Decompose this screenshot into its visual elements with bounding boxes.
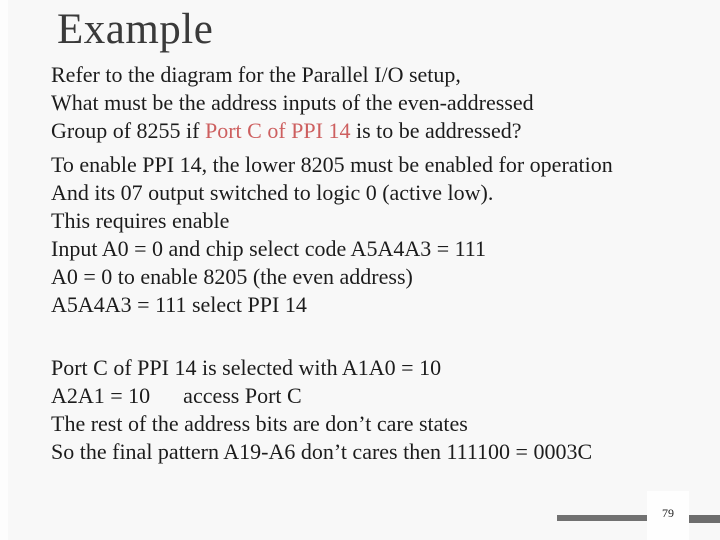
- question-line-3-post: is to be addressed?: [350, 118, 522, 143]
- page-number: 79: [662, 506, 674, 520]
- solution-line-3: This requires enable: [51, 208, 230, 233]
- result-line-4: So the final pattern A19-A6 don’t cares …: [51, 439, 593, 464]
- left-edge-strip: [0, 0, 8, 540]
- result-line-2: A2A1 = 10 access Port C: [51, 383, 302, 408]
- question-line-3: Group of 8255 if Port C of PPI 14 is to …: [51, 117, 534, 145]
- page-number-box: 79: [647, 491, 689, 540]
- paragraph-question: Refer to the diagram for the Parallel I/…: [51, 61, 534, 145]
- solution-line-6: A5A4A3 = 111 select PPI 14: [51, 292, 307, 317]
- paragraph-solution: To enable PPI 14, the lower 8205 must be…: [51, 151, 613, 319]
- paragraph-result: Port C of PPI 14 is selected with A1A0 =…: [51, 354, 592, 466]
- solution-line-1: To enable PPI 14, the lower 8205 must be…: [51, 152, 613, 177]
- slide-title: Example: [57, 6, 214, 53]
- footer-bar-right: [689, 515, 720, 523]
- highlighted-phrase: Port C of PPI 14: [204, 118, 351, 143]
- result-line-3: The rest of the address bits are don’t c…: [51, 411, 468, 436]
- question-line-2: What must be the address inputs of the e…: [51, 90, 534, 115]
- solution-line-4: Input A0 = 0 and chip select code A5A4A3…: [51, 236, 486, 261]
- solution-line-5: A0 = 0 to enable 8205 (the even address): [51, 264, 413, 289]
- solution-line-2: And its 07 output switched to logic 0 (a…: [51, 180, 494, 205]
- result-line-1: Port C of PPI 14 is selected with A1A0 =…: [51, 355, 442, 380]
- footer-bar-left: [557, 515, 647, 521]
- question-line-3-pre: Group of 8255 if: [51, 118, 205, 143]
- question-line-1: Refer to the diagram for the Parallel I/…: [51, 62, 461, 87]
